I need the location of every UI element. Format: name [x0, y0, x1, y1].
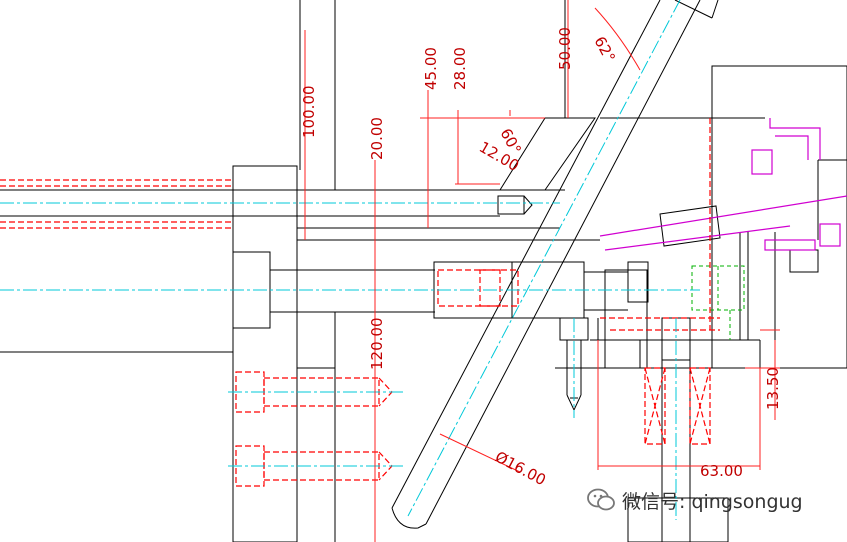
hidden-lines	[0, 118, 720, 487]
dim-28: 28.00	[451, 47, 469, 90]
centerlines	[0, 0, 700, 520]
dim-45: 45.00	[422, 47, 440, 90]
product-part	[599, 118, 847, 251]
dim-63: 63.00	[700, 462, 743, 480]
dim-20: 20.00	[368, 117, 386, 160]
watermark-text: 微信号: qingsongug	[622, 490, 803, 513]
dimension-lines	[304, 0, 780, 542]
dim-50: 50.00	[556, 27, 574, 70]
wechat-icon	[587, 488, 615, 511]
watermark: 微信号: qingsongug	[586, 486, 803, 514]
dim-100: 100.00	[300, 86, 318, 139]
dim-13-50: 13.50	[764, 367, 782, 410]
dim-angle-62: 62°	[590, 33, 618, 65]
dim-dia-16: Ø16.00	[492, 448, 549, 490]
green-insert	[691, 265, 745, 340]
dim-120: 120.00	[368, 318, 386, 371]
